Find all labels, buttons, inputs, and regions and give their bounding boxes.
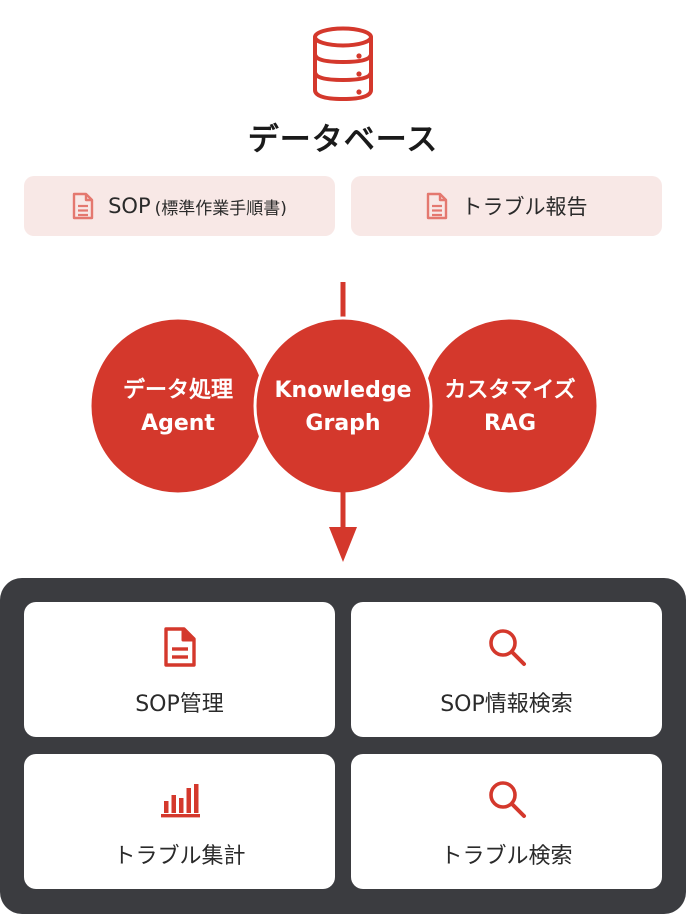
feature-label: トラブル検索 (440, 844, 573, 869)
circle-label-line: Knowledge (274, 378, 412, 403)
feature-card-sop-search[interactable]: SOP情報検索 (351, 602, 662, 737)
feature-card-sop-management[interactable]: SOP管理 (24, 602, 335, 737)
circle-label-line: カスタマイズ (444, 378, 576, 403)
feature-label: SOP管理 (135, 692, 224, 717)
database-title: データベース (247, 122, 439, 158)
document-icon (426, 192, 447, 220)
feature-label: SOP情報検索 (440, 692, 573, 717)
database-icon (313, 26, 373, 102)
document-icon (72, 192, 94, 220)
feature-label: トラブル集計 (113, 844, 246, 869)
processing-flow (88, 282, 600, 562)
circle-agent-label: データ処理 Agent (93, 374, 263, 440)
circle-knowledge-graph-label: Knowledge Graph (258, 374, 428, 440)
circle-label-line: RAG (483, 411, 537, 436)
features-panel: SOP管理 SOP情報検索 トラブル集計 (0, 578, 686, 914)
search-icon (488, 781, 526, 818)
circle-label-line: データ処理 (122, 378, 233, 403)
feature-card-trouble-search[interactable]: トラブル検索 (351, 754, 662, 889)
circle-rag-label: カスタマイズ RAG (425, 374, 595, 440)
source-label: SOP (108, 194, 151, 218)
source-label: トラブル報告 (461, 195, 588, 219)
circle-label-line: Graph (305, 411, 381, 436)
source-trouble-report: トラブル報告 (351, 176, 662, 236)
feature-card-trouble-stats[interactable]: トラブル集計 (24, 754, 335, 889)
circle-label-line: Agent (141, 411, 215, 436)
flow-arrow-head (329, 527, 357, 562)
search-icon (488, 629, 526, 666)
bar-chart-icon (160, 784, 200, 818)
source-sop: SOP (標準作業手順書) (24, 176, 335, 236)
document-icon (163, 627, 196, 667)
source-label-note: (標準作業手順書) (154, 198, 287, 219)
